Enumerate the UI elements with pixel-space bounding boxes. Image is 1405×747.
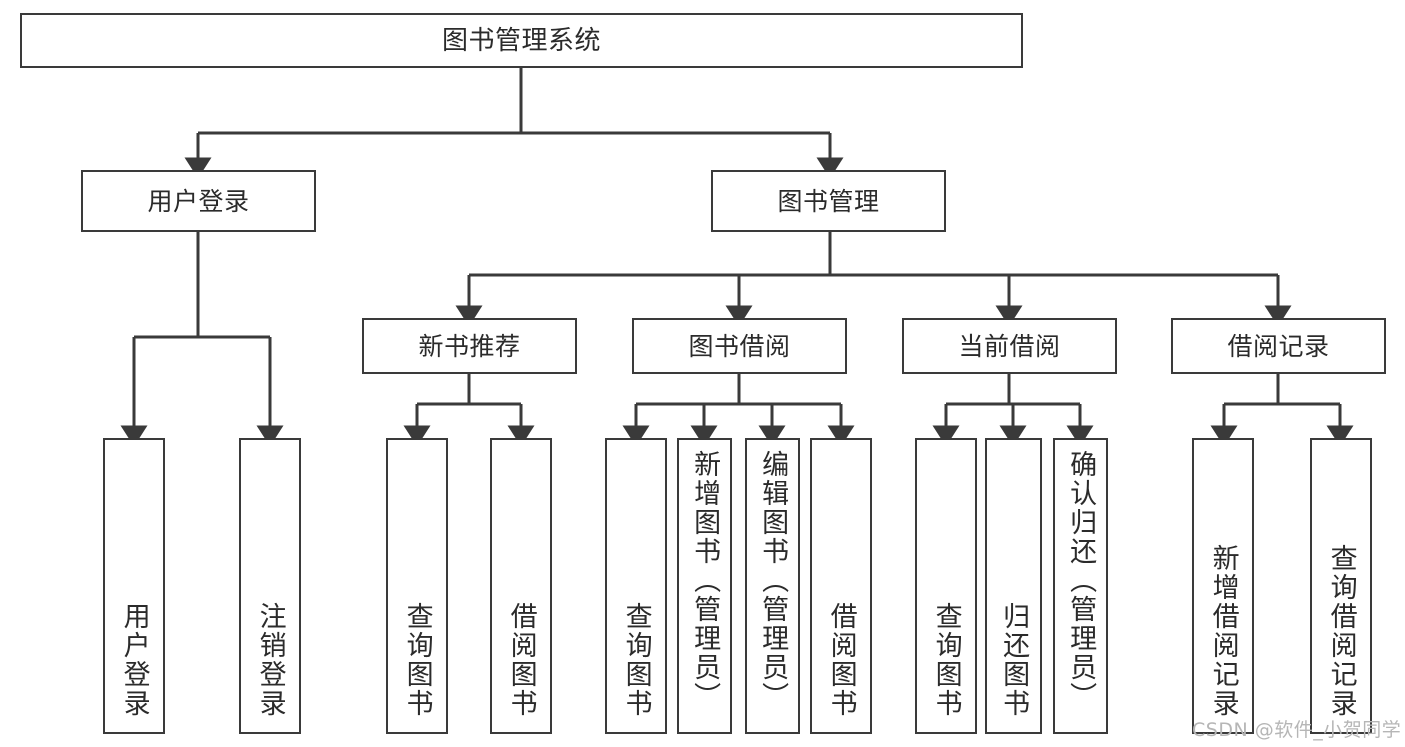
leaf-return-books[interactable]: 归还图书: [985, 438, 1042, 734]
node-book-borrowing[interactable]: 图书借阅: [632, 318, 847, 374]
node-label: 借阅图书: [825, 602, 857, 718]
leaf-edit-book-admin[interactable]: 编辑图书（管理员）: [745, 438, 800, 734]
leaf-borrow-books-new[interactable]: 借阅图书: [490, 438, 552, 734]
node-label: 查询借阅记录: [1325, 544, 1357, 718]
node-label: 查询图书: [620, 602, 652, 718]
node-label: 图书管理系统: [441, 25, 601, 56]
leaf-borrow-books[interactable]: 借阅图书: [810, 438, 872, 734]
node-borrowing-records[interactable]: 借阅记录: [1171, 318, 1386, 374]
node-book-management[interactable]: 图书管理: [711, 170, 946, 232]
node-label: 用户登录: [118, 602, 150, 718]
leaf-query-books-current[interactable]: 查询图书: [915, 438, 977, 734]
node-label: 当前借阅: [958, 331, 1061, 361]
node-label: 图书借阅: [688, 331, 791, 361]
node-label: 图书管理: [777, 186, 880, 216]
node-label: 确认归还（管理员）: [1065, 450, 1097, 711]
node-new-book-recommendation[interactable]: 新书推荐: [362, 318, 577, 374]
leaf-query-books-borrow[interactable]: 查询图书: [605, 438, 667, 734]
node-label: 编辑图书（管理员）: [757, 450, 789, 711]
node-label: 查询图书: [930, 602, 962, 718]
node-user-login[interactable]: 用户登录: [81, 170, 316, 232]
leaf-confirm-return-admin[interactable]: 确认归还（管理员）: [1053, 438, 1108, 734]
leaf-logout[interactable]: 注销登录: [239, 438, 301, 734]
leaf-add-borrow-record[interactable]: 新增借阅记录: [1192, 438, 1254, 734]
node-label: 查询图书: [401, 602, 433, 718]
leaf-user-login[interactable]: 用户登录: [103, 438, 165, 734]
leaf-query-books-new[interactable]: 查询图书: [386, 438, 448, 734]
leaf-add-book-admin[interactable]: 新增图书（管理员）: [677, 438, 732, 734]
node-label: 新书推荐: [418, 331, 521, 361]
node-book-management-system[interactable]: 图书管理系统: [20, 13, 1023, 68]
node-label: 新增图书（管理员）: [689, 450, 721, 711]
leaf-query-borrow-record[interactable]: 查询借阅记录: [1310, 438, 1372, 734]
node-label: 借阅记录: [1227, 331, 1330, 361]
node-label: 新增借阅记录: [1207, 544, 1239, 718]
node-label: 归还图书: [998, 602, 1030, 718]
node-label: 借阅图书: [505, 602, 537, 718]
csdn-watermark: CSDN @软件_小贺同学: [1192, 719, 1402, 741]
node-label: 注销登录: [254, 602, 286, 718]
node-label: 用户登录: [147, 186, 250, 216]
node-current-borrowing[interactable]: 当前借阅: [902, 318, 1117, 374]
